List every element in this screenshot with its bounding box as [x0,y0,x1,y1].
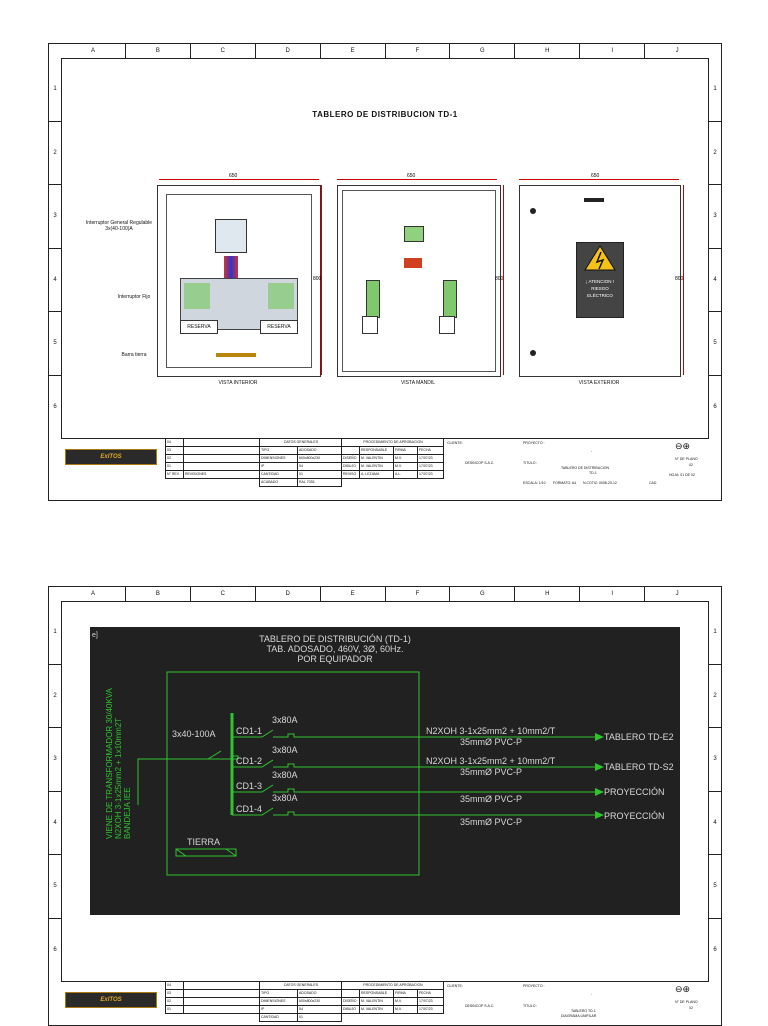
svg-text:CD1-3: CD1-3 [236,781,262,791]
main-breaker-rating: 3x40-100A [172,729,216,739]
panel-mandil [337,185,501,377]
svg-text:N2XOH 3-1x25mm2 + 10mm2/T: N2XOH 3-1x25mm2 + 10mm2/T [426,756,556,766]
feeder-line [137,758,186,805]
reserve-1: RESERVA [180,320,218,334]
panel-exterior: ¡ ATENCION ! RIESGO ELÉCTRICO [519,185,681,377]
svg-text:CD1-1: CD1-1 [236,726,262,736]
projection-symbol-icon: ⊖⊕ [675,441,691,451]
diagram-header-line3: POR EQUIPADOR [297,654,373,664]
view-label-interior: VISTA INTERIOR [218,380,258,386]
svg-text:35mmØ PVC-P: 35mmØ PVC-P [460,817,522,827]
circuit-2: CD1-2 3x80A N2XOH 3-1x25mm2 + 10mm2/T 35… [232,745,674,777]
circuit-3: CD1-3 3x80A 35mmØ PVC-P PROYECCIÓN [232,770,665,804]
svg-text:35mmØ PVC-P: 35mmØ PVC-P [460,737,522,747]
revisions-table: 04 03 02 01 [165,982,260,1014]
svg-text:TABLERO TD-S2: TABLERO TD-S2 [604,762,674,772]
svg-text:35mmØ PVC-P: 35mmØ PVC-P [460,794,522,804]
circuit-4: CD1-4 3x80A 35mmØ PVC-P PROYECCIÓN [232,793,665,827]
feeder-label-2: N2XOH 3-1x25mm2 + 1x10mm2T [114,718,123,839]
svg-text:3x80A: 3x80A [272,793,298,803]
panel-interior: RESERVA RESERVA [157,185,321,377]
panel-enclosure [166,671,420,876]
ground-bar [216,353,256,357]
feeder-label-1: VIENE DE TRANSFORMADOR 30/40KVA [105,687,114,839]
company-logo: ExITOS [65,992,157,1008]
circuit-1: CD1-1 3x80A N2XOH 3-1x25mm2 + 10mm2/T 35… [232,715,674,747]
company-logo: ExITOS [65,449,157,465]
main-breaker [215,219,247,253]
drawing-title: TABLERO DE DISTRIBUCION TD-1 [312,110,458,119]
sheet-title: TABLERO TD-1 [571,1009,596,1013]
ground-bar [175,848,237,857]
view-label-mandil: VISTA MANDIL [400,380,436,386]
svg-text:CD1-4: CD1-4 [236,804,262,814]
main-breaker-symbol [186,750,222,760]
label-ground-bar: Barra tierra [121,352,147,358]
warning-triangle-icon [584,245,616,271]
svg-text:3x80A: 3x80A [272,770,298,780]
projection-symbol-icon: ⊖⊕ [675,984,691,994]
svg-text:3x80A: 3x80A [272,715,298,725]
label-breaker: Interruptor General Regulable 3x(40-100)… [85,220,153,232]
svg-text:N2XOH 3-1x25mm2 + 10mm2/T: N2XOH 3-1x25mm2 + 10mm2/T [426,726,556,736]
svg-text:PROYECCIÓN: PROYECCIÓN [604,787,665,797]
reserve-2: RESERVA [260,320,298,334]
ground-label: TIERRA [187,837,220,847]
client-name: DESINCOP S.A.C. [465,1004,495,1008]
svg-text:CD1-2: CD1-2 [236,756,262,766]
svg-text:3x80A: 3x80A [272,745,298,755]
client-name: DESINCOP S.A.C. [465,461,495,465]
svg-text:PROYECCIÓN: PROYECCIÓN [604,811,665,821]
single-line-diagram: e] TABLERO DE DISTRIBUCIÓN (TD-1) TAB. A… [90,627,680,915]
label-fixed-breaker: Interruptor Fijo [117,294,151,300]
feeder-label-3: BANDEJA IEE [123,787,132,839]
warning-sign: ¡ ATENCION ! RIESGO ELÉCTRICO [576,242,624,318]
view-label-exterior: VISTA EXTERIOR [578,380,620,386]
sheet-title: TABLERO DE DISTRIBUCION [561,466,609,470]
svg-text:TABLERO TD-E2: TABLERO TD-E2 [604,732,674,742]
svg-text:35mmØ PVC-P: 35mmØ PVC-P [460,767,522,777]
diagram-header-line1: TABLERO DE DISTRIBUCIÓN (TD-1) [259,634,411,644]
diagram-header-line2: TAB. ADOSADO, 460V, 3Ø, 60Hz. [266,644,403,654]
corner-mark: e] [92,632,98,639]
